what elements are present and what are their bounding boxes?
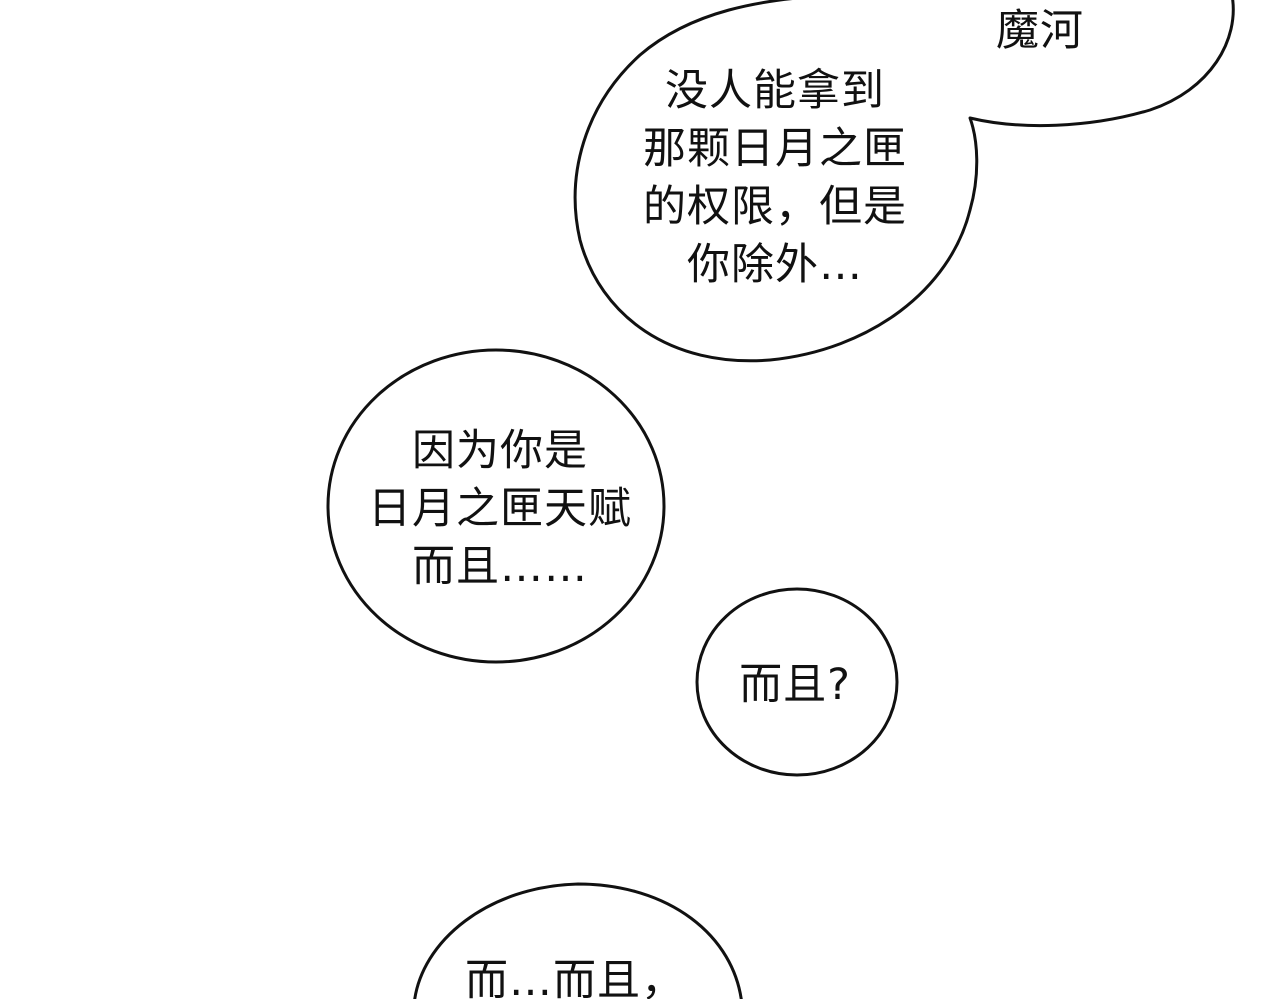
text-line: 那颗日月之匣 <box>643 124 907 174</box>
bubble-text-because: 因为你是 日月之匣天赋 而且…… <box>340 422 660 596</box>
speech-bubble-bottom <box>413 882 743 999</box>
speech-bubble-and-question <box>695 587 899 777</box>
text-line: 没人能拿到 <box>665 66 885 116</box>
bubble-text-bottom: 而…而且， <box>430 952 720 999</box>
text-line: 而…而且， <box>465 956 685 999</box>
speech-bubble-top-right <box>573 0 1235 363</box>
text-line: 因为你是 <box>412 426 588 476</box>
text-line: 日月之匣天赋 <box>368 484 632 534</box>
text-line: 而且…… <box>412 542 588 592</box>
text-line: 而且? <box>739 660 851 710</box>
speech-bubble-because <box>326 348 666 664</box>
bubble-text-and-question: 而且? <box>705 656 885 714</box>
text-line: 你除外… <box>687 240 863 290</box>
bubble-text-main: 没人能拿到 那颗日月之匣 的权限，但是 你除外… <box>610 62 940 294</box>
text-line: 魔河 <box>996 6 1084 56</box>
text-line: 的权限，但是 <box>643 182 907 232</box>
bubble-text-top-right: 魔河 <box>985 2 1095 60</box>
